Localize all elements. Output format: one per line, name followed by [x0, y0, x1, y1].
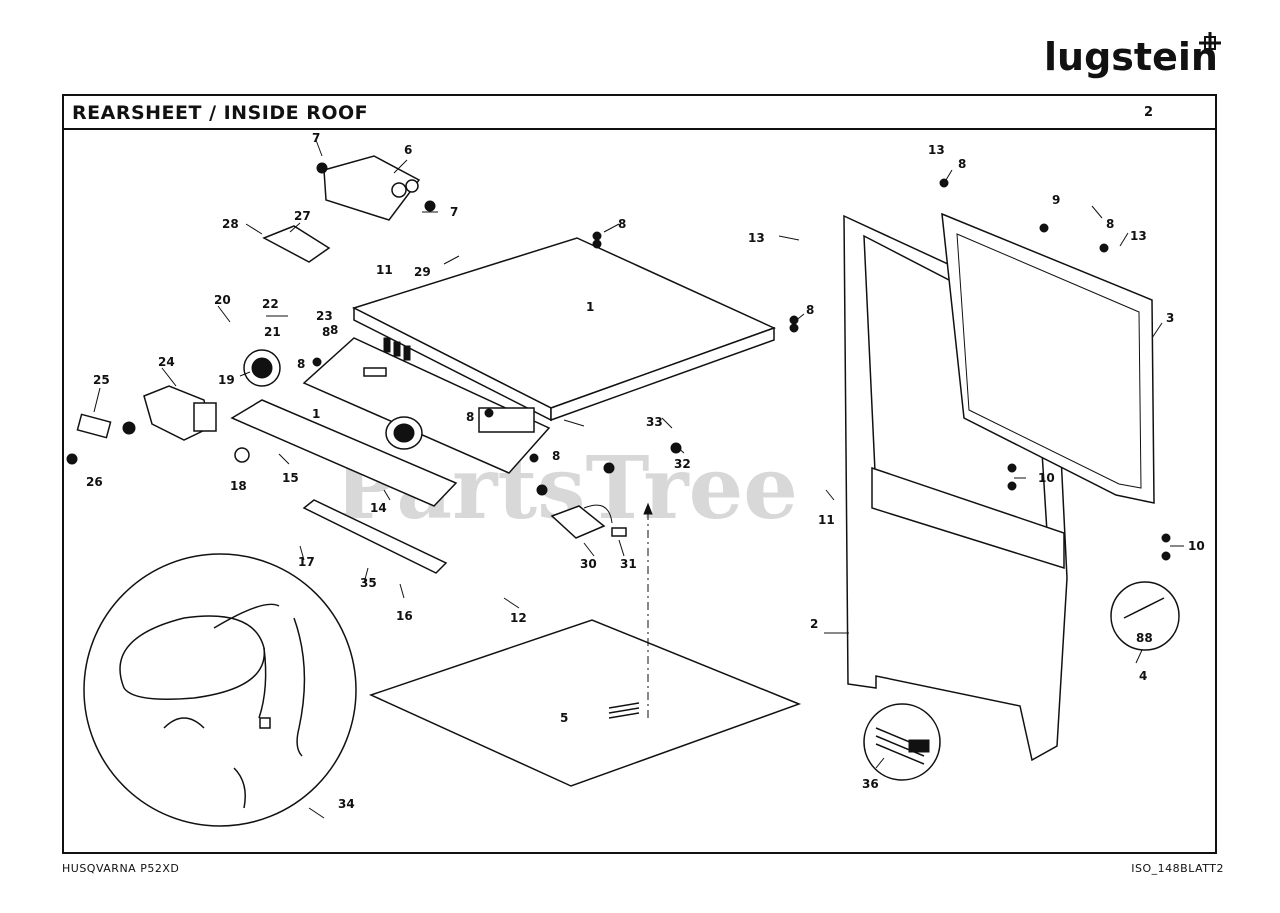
callout-8i: 8 [322, 325, 330, 339]
callout-11a: 11 [818, 513, 835, 527]
callout-33: 33 [646, 415, 663, 429]
footer-model: HUSQVARNA P52XD [62, 862, 180, 875]
callout-12: 12 [510, 611, 527, 625]
callout-34: 34 [338, 797, 355, 811]
sheet-number: 2 [1143, 105, 1153, 120]
rear-glass [941, 212, 1155, 504]
roof-panel [352, 237, 776, 422]
callout-20: 20 [214, 293, 231, 307]
callout-10b: 10 [1188, 539, 1205, 553]
callout-7a: 7 [312, 131, 320, 145]
callout-28: 28 [222, 217, 239, 231]
exploded-parts-diagram: PartsTree TM [66, 131, 1205, 827]
callout-10a: 10 [1038, 471, 1055, 485]
callout-1: 1 [586, 300, 594, 314]
callout-8d: 8 [1106, 217, 1114, 231]
callout-15: 15 [282, 471, 299, 485]
light-bracket [302, 337, 551, 474]
callout-5: 5 [560, 711, 568, 725]
callout-6: 6 [404, 143, 412, 157]
light-strip [230, 399, 458, 507]
callout-22: 22 [262, 297, 279, 311]
page-title: REARSHEET / INSIDE ROOF [72, 102, 369, 124]
callout-7b: 7 [450, 205, 458, 219]
switch-panel [262, 225, 331, 263]
callout-25: 25 [93, 373, 110, 387]
callout-29: 29 [414, 265, 431, 279]
callout-8e: 8 [330, 323, 338, 337]
interior-handle [550, 505, 606, 539]
callout-23: 23 [316, 309, 333, 323]
callout-8f: 8 [297, 357, 305, 371]
callout-13b: 13 [928, 143, 945, 157]
callout-16: 16 [396, 609, 413, 623]
svg-text:88: 88 [1136, 631, 1153, 645]
nut [66, 453, 78, 465]
logo-graphic: lugstein [1044, 32, 1221, 79]
callout-19: 19 [218, 373, 235, 387]
callout-8c: 8 [958, 157, 966, 171]
leader-lines [93, 139, 1184, 819]
brand-logo: lugstein [1040, 28, 1230, 88]
callout-21: 21 [264, 325, 281, 339]
svg-text:lugstein: lugstein [1044, 35, 1218, 79]
callout-4: 4 [1139, 669, 1147, 683]
fasteners [312, 178, 1171, 561]
callout-36: 36 [862, 777, 879, 791]
callout-13a: 13 [748, 231, 765, 245]
callout-2: 2 [810, 617, 818, 631]
callout-8g: 8 [466, 410, 474, 424]
callout-32: 32 [674, 457, 691, 471]
callout-13c: 13 [1130, 229, 1147, 243]
callout-18: 18 [230, 479, 247, 493]
drawing-frame: REARSHEET / INSIDE ROOF 2 PartsTree TM [62, 94, 1217, 854]
callout-8b: 8 [806, 303, 814, 317]
wire-harness-detail [83, 553, 357, 827]
floor-sheet [368, 619, 802, 787]
callout-8a: 8 [618, 217, 626, 231]
footer-drawing-id: ISO_148BLATT2 [1131, 862, 1224, 875]
callout-31: 31 [620, 557, 637, 571]
title-bar: REARSHEET / INSIDE ROOF 2 [64, 96, 1215, 130]
clip-detail: 88 [1110, 581, 1180, 651]
callout-11b: 11 [376, 263, 393, 277]
callout-8h: 8 [552, 449, 560, 463]
callout-1b: 1 [312, 407, 320, 421]
callout-27: 27 [294, 209, 311, 223]
callout-9: 9 [1052, 193, 1060, 207]
callout-26: 26 [86, 475, 103, 489]
callout-17: 17 [298, 555, 315, 569]
callout-30: 30 [580, 557, 597, 571]
callout-35: 35 [360, 576, 377, 590]
callout-14: 14 [370, 501, 387, 515]
profile-bar [302, 499, 448, 574]
lamp-plate [76, 413, 112, 439]
seal-detail [863, 703, 941, 781]
callout-3: 3 [1166, 311, 1174, 325]
grommet [234, 447, 250, 463]
work-lamp [122, 385, 217, 441]
callout-24: 24 [158, 355, 175, 369]
callout-labels: 1 1 2 3 4 5 6 7 7 8 8 8 8 8 8 8 8 8 9 10… [86, 131, 1205, 811]
junction-box [316, 155, 436, 221]
